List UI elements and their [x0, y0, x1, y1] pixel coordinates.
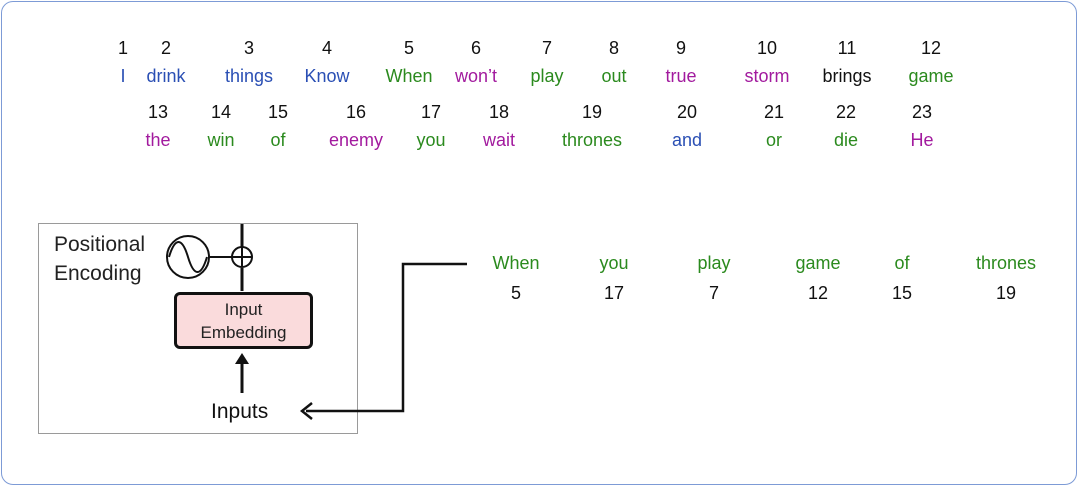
- vocab-token-word: won’t: [454, 66, 498, 86]
- vocab-token-word: thrones: [561, 130, 623, 150]
- vocab-token-word: game: [908, 66, 954, 86]
- vocab-token-word: die: [833, 130, 859, 150]
- vocab-token-11: 11 brings: [802, 37, 892, 87]
- sequence-token-3: game 12: [763, 252, 873, 304]
- inputs-label: Inputs: [211, 400, 269, 423]
- sequence-word: play: [697, 253, 731, 273]
- pe-label-line2: Encoding: [54, 262, 142, 285]
- vocab-token-7: 7 play: [502, 37, 592, 87]
- vocab-token-id: 23: [911, 102, 933, 122]
- vocab-token-word: of: [270, 130, 286, 150]
- sequence-word: of: [894, 253, 910, 273]
- vocab-token-id: 20: [676, 102, 698, 122]
- sequence-token-4: of 15: [847, 252, 957, 304]
- vocab-token-id: 13: [147, 102, 169, 122]
- vocab-token-id: 2: [160, 38, 171, 58]
- sequence-word: you: [599, 253, 629, 273]
- vocab-token-word: He: [910, 130, 934, 150]
- vocab-token-word: enemy: [328, 130, 384, 150]
- vocab-token-word: I: [120, 66, 126, 86]
- pe-label-line1: Positional: [54, 233, 146, 256]
- vocab-token-id: 10: [756, 38, 778, 58]
- vocab-token-word: wait: [482, 130, 515, 150]
- sequence-word: thrones: [975, 253, 1037, 273]
- sequence-id: 12: [807, 283, 829, 303]
- vocab-token-id: 8: [608, 38, 619, 58]
- vocab-token-word: storm: [744, 66, 790, 86]
- vocab-token-22: 22 die: [801, 101, 891, 151]
- vocab-token-word: the: [145, 130, 171, 150]
- embedding-label-line2: Embedding: [200, 322, 287, 342]
- vocab-token-id: 18: [488, 102, 510, 122]
- vocab-token-id: 4: [321, 38, 332, 58]
- vocab-token-id: 16: [345, 102, 367, 122]
- transformer-input-block: Positional Encoding Input Embedding Inpu…: [38, 223, 358, 434]
- vocab-token-word: things: [224, 66, 274, 86]
- vocab-token-id: 21: [763, 102, 785, 122]
- vocab-token-id: 1: [117, 38, 128, 58]
- sequence-token-1: you 17: [559, 252, 669, 304]
- sequence-token-5: thrones 19: [951, 252, 1061, 304]
- vocab-token-10: 10 storm: [722, 37, 812, 87]
- vocab-token-word: true: [665, 66, 697, 86]
- vocab-token-word: you: [416, 130, 446, 150]
- vocab-token-8: 8 out: [569, 37, 659, 87]
- vocab-token-15: 15 of: [233, 101, 323, 151]
- vocab-token-12: 12 game: [886, 37, 976, 87]
- sequence-id: 15: [891, 283, 913, 303]
- vocab-token-6: 6 won’t: [431, 37, 521, 87]
- vocab-token-id: 11: [837, 38, 857, 58]
- vocab-token-id: 12: [920, 38, 942, 58]
- vocab-token-id: 15: [267, 102, 289, 122]
- vocab-token-word: and: [671, 130, 703, 150]
- vocab-token-9: 9 true: [636, 37, 726, 87]
- sequence-id: 19: [995, 283, 1017, 303]
- sequence-id: 7: [708, 283, 719, 303]
- vocab-token-word: drink: [146, 66, 186, 86]
- vocab-token-id: 3: [243, 38, 254, 58]
- sequence-token-2: play 7: [659, 252, 769, 304]
- vocab-token-2: 2 drink: [121, 37, 211, 87]
- positional-encoding-label: Positional Encoding: [54, 230, 145, 288]
- vocab-token-20: 20 and: [642, 101, 732, 151]
- vocab-token-16: 16 enemy: [311, 101, 401, 151]
- vocab-token-13: 13 the: [113, 101, 203, 151]
- sequence-token-0: When 5: [461, 252, 571, 304]
- vocab-token-21: 21 or: [729, 101, 819, 151]
- vocab-token-word: When: [385, 66, 433, 86]
- sequence-word: When: [492, 253, 540, 273]
- input-embedding-box: Input Embedding: [174, 292, 313, 349]
- sequence-id: 17: [603, 283, 625, 303]
- vocab-token-word: out: [601, 66, 627, 86]
- embedding-label-line1: Input: [224, 299, 263, 319]
- vocab-token-18: 18 wait: [454, 101, 544, 151]
- vocab-token-id: 19: [581, 102, 603, 122]
- vocab-token-14: 14 win: [176, 101, 266, 151]
- vocab-token-word: play: [530, 66, 564, 86]
- vocab-token-word: win: [207, 130, 235, 150]
- vocab-token-word: Know: [304, 66, 350, 86]
- vocab-token-id: 5: [403, 38, 414, 58]
- sequence-word: game: [795, 253, 841, 273]
- vocab-token-id: 6: [470, 38, 481, 58]
- vocab-token-id: 7: [541, 38, 552, 58]
- vocab-token-id: 14: [210, 102, 232, 122]
- vocab-token-3: 3 things: [204, 37, 294, 87]
- vocab-token-word: or: [765, 130, 782, 150]
- vocab-token-id: 22: [835, 102, 857, 122]
- vocab-token-id: 9: [675, 38, 686, 58]
- sequence-id: 5: [510, 283, 521, 303]
- vocab-token-17: 17 you: [386, 101, 476, 151]
- vocab-token-19: 19 thrones: [547, 101, 637, 151]
- vocab-token-word: brings: [822, 66, 872, 86]
- vocab-token-id: 17: [420, 102, 442, 122]
